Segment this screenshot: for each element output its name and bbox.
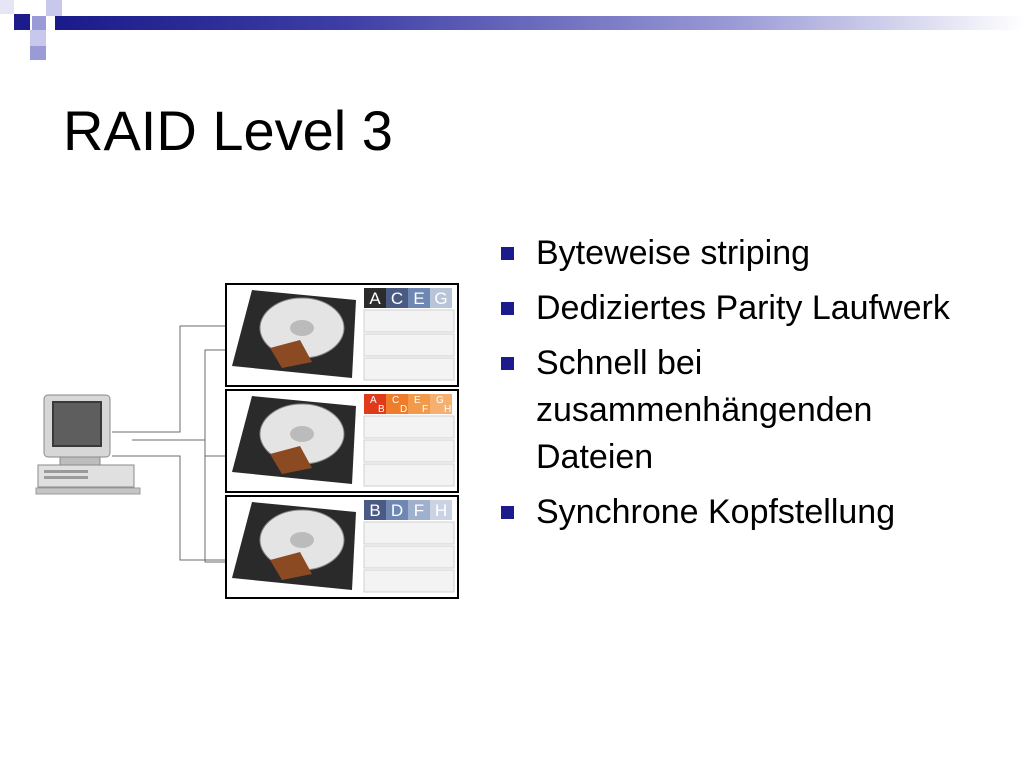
square-bullet-icon [501,247,514,260]
slide-title: RAID Level 3 [63,99,393,162]
parity-block-bottom: F [422,404,428,415]
hard-drive-icon [232,290,356,378]
disk2-block: F [414,501,424,520]
bullet-text: Synchrone Kopfstellung [536,493,896,531]
bullet-list: Byteweise striping Dediziertes Parity La… [498,230,998,544]
bullet-item: Dediziertes Parity Laufwerk [498,285,998,332]
disk2-block: B [369,501,380,520]
parity-block-top: A [370,395,377,406]
parity-block-top: C [392,395,399,406]
title-bar-gradient [55,16,1024,30]
hard-drive-icon [232,502,356,590]
parity-block-top: E [414,395,421,406]
raid3-diagram: A C E G A B C D E F G H B D F H [35,283,459,599]
disk1-block: C [391,289,403,308]
parity-block-bottom: B [378,404,385,415]
disk1-block: E [413,289,424,308]
hard-drive-icon [232,396,356,484]
bullet-text: Byteweise striping [536,234,811,272]
disk2-block-row: B D F H [364,500,452,520]
disk1-block-row: A C E G [364,288,452,308]
disk1-block: G [434,289,447,308]
bullet-item: Byteweise striping [498,230,998,277]
parity-block-bottom: H [444,404,451,415]
bullet-text: Schnell bei zusammenhängenden Dateien [536,344,873,476]
computer-icon [35,394,141,495]
square-bullet-icon [501,506,514,519]
disk2-block: D [391,501,403,520]
parity-block-bottom: D [400,404,407,415]
bullet-item: Schnell bei zusammenhängenden Dateien [498,340,998,481]
disk2-block: H [435,501,447,520]
parity-block-row: A B C D E F G H [364,394,452,415]
parity-block-top: G [436,395,444,406]
disk1-block: A [369,289,381,308]
corner-decoration [0,0,62,60]
bullet-item: Synchrone Kopfstellung [498,489,998,536]
square-bullet-icon [501,302,514,315]
bullet-text: Dediziertes Parity Laufwerk [536,289,950,327]
square-bullet-icon [501,357,514,370]
